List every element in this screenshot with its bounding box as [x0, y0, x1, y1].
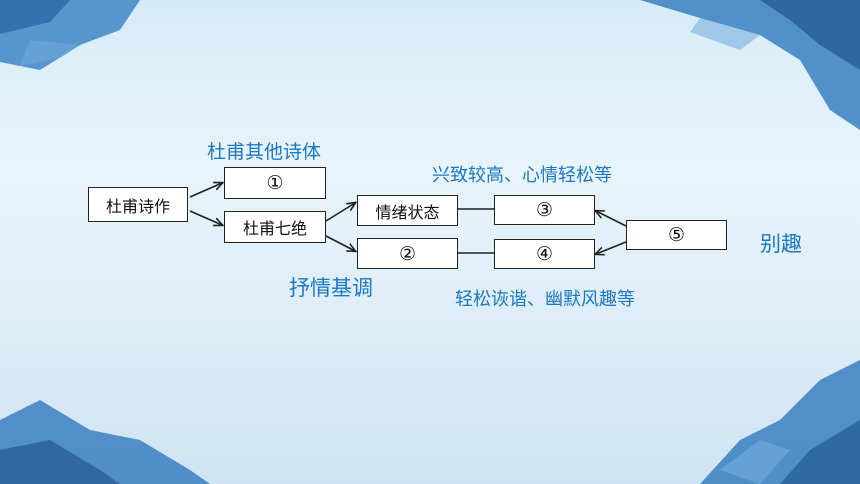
- arrow-5-to-4: [596, 241, 627, 254]
- arrow-to-tone: [325, 235, 355, 251]
- node-mood: 情绪状态: [357, 195, 458, 226]
- node-5: ⑤: [626, 220, 727, 250]
- arrow-to-other-forms: [189, 183, 222, 198]
- arrow-5-to-3: [596, 211, 627, 227]
- arrow-to-quatrains: [189, 210, 222, 225]
- node-dufu-poems: 杜甫诗作: [88, 187, 188, 222]
- label-bieqi: 别趣: [760, 232, 802, 256]
- node-5-label: ⑤: [667, 224, 686, 246]
- arrow-to-mood: [325, 203, 355, 222]
- node-other-forms: ①: [224, 167, 326, 199]
- node-4: ④: [494, 239, 595, 269]
- label-other-forms-title: 杜甫其他诗体: [207, 141, 322, 163]
- node-quatrains-label: 杜甫七绝: [242, 219, 307, 238]
- label-bottom-desc: 轻松诙谐、幽默风趣等: [455, 289, 635, 310]
- node-mood-label: 情绪状态: [375, 202, 440, 222]
- node-tone-label: ②: [398, 242, 417, 265]
- node-4-label: ④: [535, 243, 554, 265]
- node-3-label: ③: [535, 199, 554, 221]
- node-tone: ②: [357, 238, 458, 269]
- node-other-forms-label: ①: [266, 172, 284, 194]
- node-3: ③: [494, 195, 595, 225]
- label-tone-title: 抒情基调: [289, 276, 373, 300]
- label-top-desc: 兴致较高、心情轻松等: [432, 165, 612, 186]
- node-dufu-poems-label: 杜甫诗作: [105, 196, 170, 216]
- node-quatrains: 杜甫七绝: [224, 211, 326, 243]
